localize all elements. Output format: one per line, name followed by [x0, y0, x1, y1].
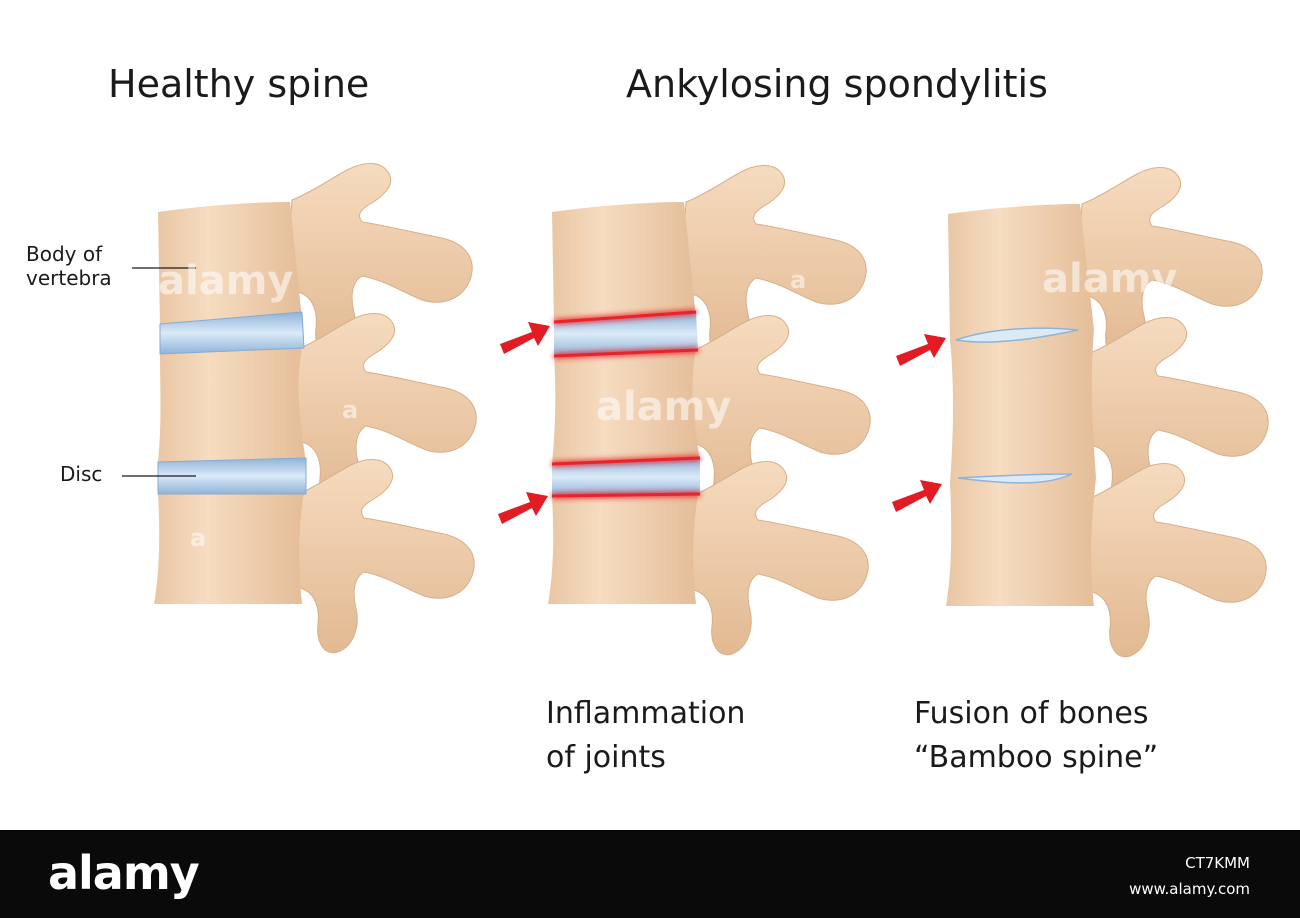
inflammation-edges: [551, 310, 701, 498]
healthy-spine-heading: Healthy spine: [108, 62, 370, 106]
alamy-logo: alamy: [48, 846, 200, 900]
fused-vertebral-column: [946, 204, 1096, 606]
arrow-icon: [500, 322, 550, 354]
fused-spine: [946, 167, 1269, 658]
body-of-vertebra-label: Body of vertebra: [26, 242, 112, 290]
inflammation-line1: Inflammation: [546, 696, 746, 731]
ankylosing-spondylitis-heading: Ankylosing spondylitis: [626, 62, 1048, 106]
healthy-processes: [286, 163, 477, 654]
inflammation-line2: of joints: [546, 740, 666, 775]
healthy-spine: [122, 163, 477, 654]
image-id: CT7KMM: [1185, 854, 1250, 872]
inflamed-processes: [680, 165, 871, 656]
body-of-vertebra-line1: Body of: [26, 242, 103, 266]
inflamed-spine: [548, 165, 871, 656]
site-url: www.alamy.com: [1129, 880, 1250, 898]
footer-bar: alamy CT7KMM www.alamy.com: [0, 830, 1300, 918]
disc-label: Disc: [60, 462, 103, 486]
healthy-discs: [157, 311, 307, 495]
healthy-vertebral-bodies: [154, 202, 306, 604]
arrow-icon: [896, 334, 946, 366]
arrow-icon: [498, 492, 548, 524]
inflamed-vertebral-bodies: [548, 202, 700, 604]
pointer-lines: [122, 267, 196, 477]
inflamed-discs: [552, 312, 700, 496]
arrow-icons: [498, 322, 946, 524]
body-of-vertebra-line2: vertebra: [26, 266, 112, 290]
image-credit: CT7KMM www.alamy.com: [1129, 850, 1250, 902]
spine-diagram: [122, 163, 1269, 658]
inflammation-caption: Inflammation of joints: [546, 692, 745, 780]
fusion-caption: Fusion of bones “Bamboo spine”: [914, 692, 1158, 780]
fusion-line1: Fusion of bones: [914, 696, 1149, 731]
arrow-icon: [892, 480, 942, 512]
fused-processes: [1076, 167, 1269, 658]
fusion-line2: “Bamboo spine”: [914, 740, 1159, 775]
fused-disc-remnants: [955, 327, 1079, 484]
